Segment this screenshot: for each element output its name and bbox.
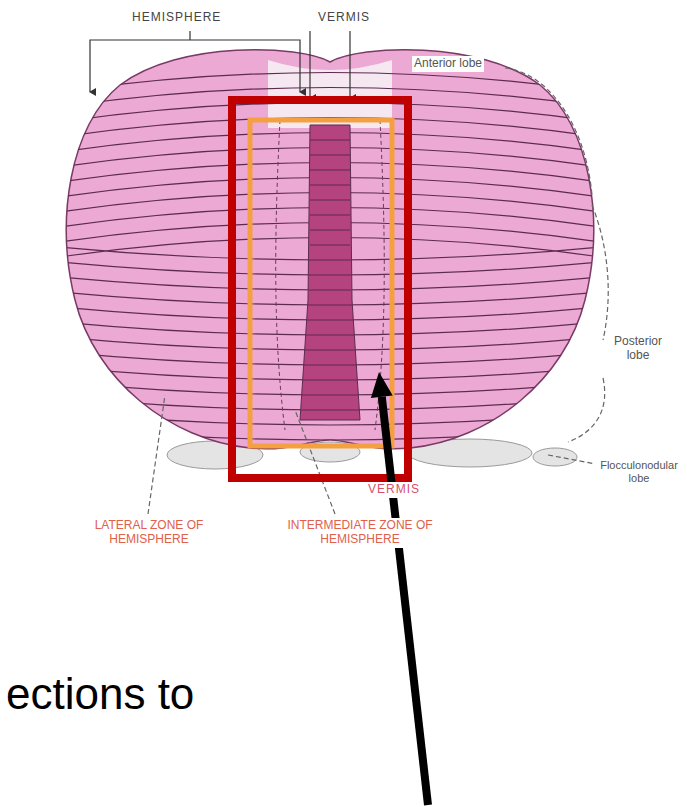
lobe-label: Anterior lobe [412, 56, 484, 72]
orange-highlight [250, 120, 392, 446]
dashed-leaders [148, 68, 608, 514]
leader-lines [90, 31, 350, 98]
lobe-label: Posterior lobe [606, 334, 670, 364]
zone-label: INTERMEDIATE ZONE OF HEMISPHERE [280, 518, 440, 548]
zone-heading: HEMISPHERE [130, 10, 223, 26]
zone-heading: VERMIS [316, 10, 372, 26]
zone-label: LATERAL ZONE OF HEMISPHERE [80, 518, 218, 548]
folia [40, 60, 620, 440]
zone-label: VERMIS [366, 482, 422, 498]
lobe-label: Flocculonodular lobe [595, 458, 683, 485]
pointer-arrow [371, 372, 428, 805]
vermis-strip [300, 125, 360, 420]
slide-text: ections to [4, 668, 196, 721]
